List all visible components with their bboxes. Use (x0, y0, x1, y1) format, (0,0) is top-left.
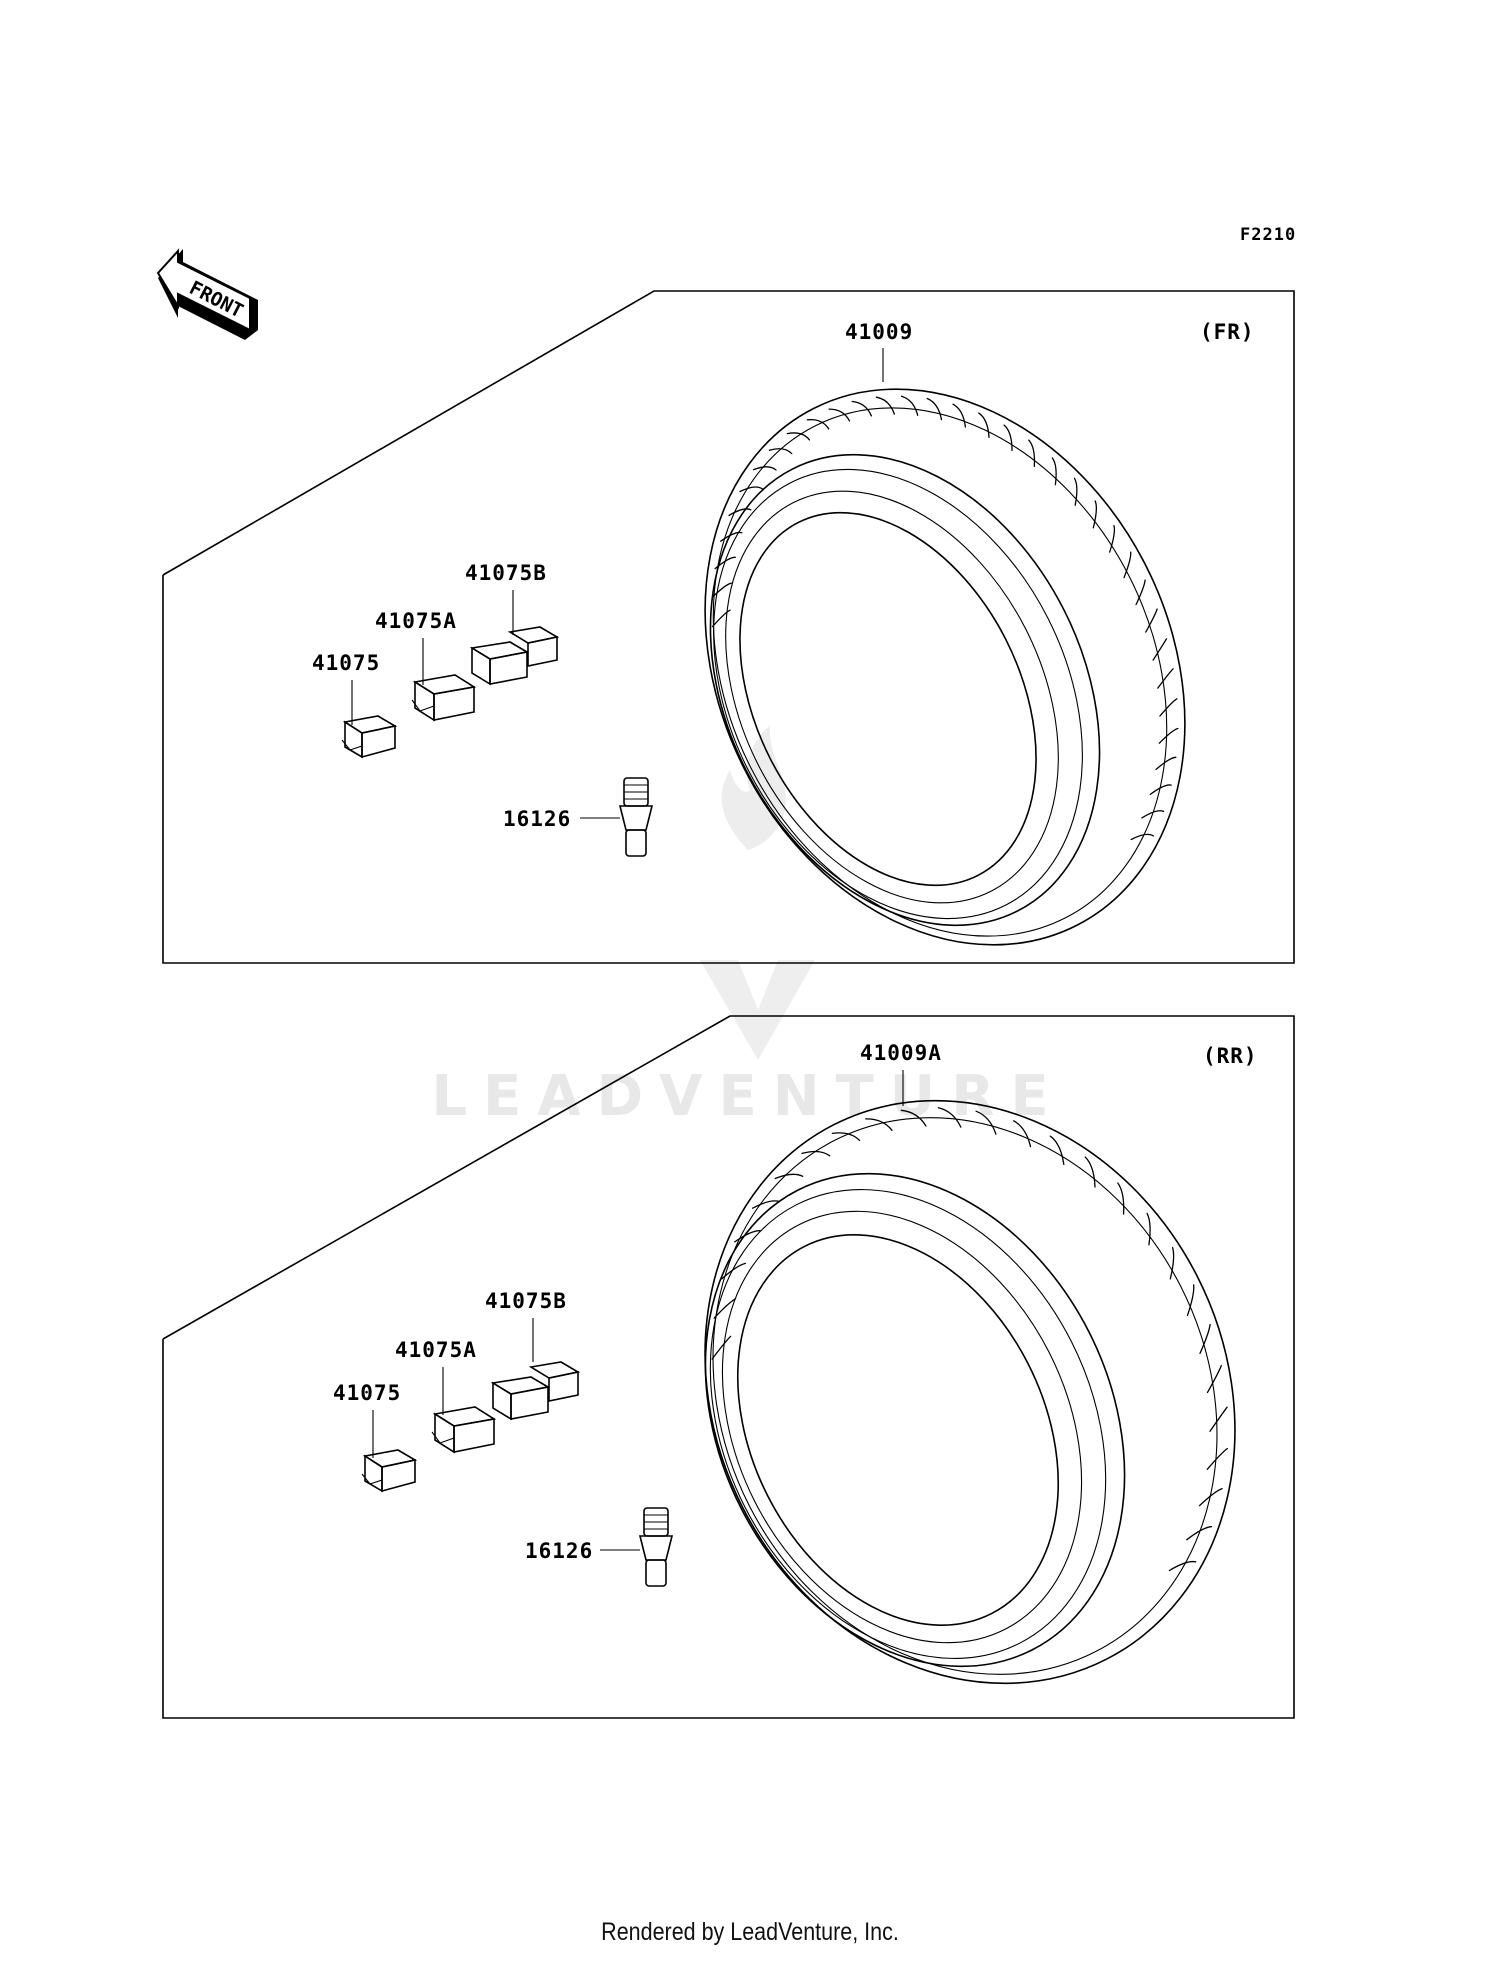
tread-groove (1049, 1135, 1065, 1166)
tread-groove (926, 397, 943, 421)
tread-groove (975, 1110, 997, 1135)
tread-groove (1051, 457, 1057, 486)
front-arrow-icon: FRONT (156, 248, 258, 340)
tread-groove (1159, 698, 1178, 717)
tread-groove (1186, 1526, 1213, 1541)
tread-groove (865, 1118, 893, 1131)
front-position-label: (FR) (1200, 320, 1255, 344)
rear-weight-41075 (361, 1449, 418, 1493)
tread-groove (1168, 1560, 1197, 1572)
tread-groove (1206, 1364, 1222, 1394)
tread-groove (1206, 1447, 1229, 1470)
tread-groove (828, 408, 851, 422)
tread-groove (1169, 1246, 1175, 1280)
tread-groove (711, 1335, 732, 1360)
front-panel: (FR) 41009 (162, 290, 1295, 964)
tread-groove (1013, 1120, 1032, 1148)
tread-groove (1209, 1406, 1228, 1432)
front-balance-weights: 41075 41075A 41075B (312, 561, 560, 759)
tread-groove (1149, 784, 1172, 796)
rear-weight-label-41075: 41075 (333, 1381, 401, 1405)
tread-groove (900, 1109, 927, 1127)
tread-groove (751, 1200, 781, 1209)
tread-groove (1141, 810, 1165, 819)
front-tire (704, 388, 1186, 946)
tread-groove (1199, 1323, 1211, 1355)
tread-groove (1084, 1156, 1096, 1188)
rear-panel-frame (162, 1015, 1295, 1719)
tread-groove (801, 1150, 831, 1157)
footer-credit: Rendered by LeadVenture, Inc. (601, 1918, 899, 1946)
tread-groove (752, 466, 777, 471)
tread-groove (1145, 608, 1158, 633)
tread-groove (768, 448, 793, 455)
tread-groove (713, 1298, 737, 1319)
tread-groove (1135, 579, 1146, 606)
tread-groove (900, 395, 919, 416)
rear-weight-label-41075a: 41075A (395, 1338, 477, 1362)
tread-groove (1130, 833, 1155, 841)
front-tire-part-number: 41009 (845, 320, 913, 344)
tread-groove (721, 1262, 747, 1280)
leadventure-watermark: LEADVENTURE (431, 725, 1064, 1129)
rear-weight-41075b (490, 1361, 581, 1421)
tread-groove (711, 609, 731, 628)
rear-weight-41075a (431, 1406, 497, 1454)
diagram-code: F2210 (1240, 225, 1296, 245)
tread-groove (1092, 500, 1098, 529)
tread-groove (1123, 551, 1132, 579)
tread-groove (1155, 756, 1177, 771)
front-weight-41075 (341, 715, 398, 759)
rear-balance-weights: 41075 41075A 41075B (333, 1289, 581, 1493)
tread-groove (1157, 668, 1174, 689)
front-tire-tread (711, 395, 1179, 841)
rear-tire-tread (711, 1107, 1229, 1572)
front-valve-stem (580, 777, 654, 857)
rear-panel: (RR) 41009A (162, 1015, 1295, 1719)
tread-groove (1152, 638, 1168, 661)
tread-groove (1198, 1487, 1223, 1507)
tread-groove (711, 582, 732, 598)
rear-weight-label-41075b: 41075B (485, 1289, 567, 1313)
rear-valve-stem (600, 1507, 674, 1587)
tread-groove (1109, 525, 1116, 553)
front-weight-label-41075b: 41075B (465, 561, 547, 585)
tread-groove (1158, 727, 1179, 744)
tread-groove (1117, 1182, 1125, 1215)
tread-groove (831, 1132, 861, 1142)
tread-groove (937, 1107, 962, 1128)
watermark-text: LEADVENTURE (431, 1064, 1064, 1129)
tread-groove (786, 432, 811, 441)
tread-groove (714, 556, 736, 570)
tread-groove (1073, 477, 1078, 506)
tread-groove (739, 486, 763, 493)
rear-tire (704, 1099, 1236, 1685)
front-valve-part-number: 16126 (503, 807, 571, 831)
tread-groove (774, 1173, 804, 1180)
front-panel-frame (162, 290, 1295, 964)
tread-groove (1146, 1212, 1151, 1246)
tread-groove (720, 531, 743, 542)
tread-groove (728, 508, 752, 517)
rear-tire-part-number: 41009A (860, 1041, 942, 1065)
tread-groove (734, 1230, 761, 1243)
tread-groove (1028, 439, 1036, 468)
tread-groove (806, 418, 830, 430)
tread-groove (952, 403, 967, 428)
front-weight-41075a (411, 674, 477, 722)
rear-position-label: (RR) (1203, 1044, 1258, 1068)
tread-groove (1186, 1284, 1195, 1317)
front-weight-41075b (469, 626, 560, 686)
tread-groove (851, 400, 873, 417)
rear-valve-part-number: 16126 (525, 1539, 593, 1563)
tread-groove (875, 396, 895, 415)
front-weight-label-41075: 41075 (312, 651, 380, 675)
front-weight-label-41075a: 41075A (375, 609, 457, 633)
tread-groove (978, 412, 990, 438)
tread-groove (1003, 424, 1013, 452)
